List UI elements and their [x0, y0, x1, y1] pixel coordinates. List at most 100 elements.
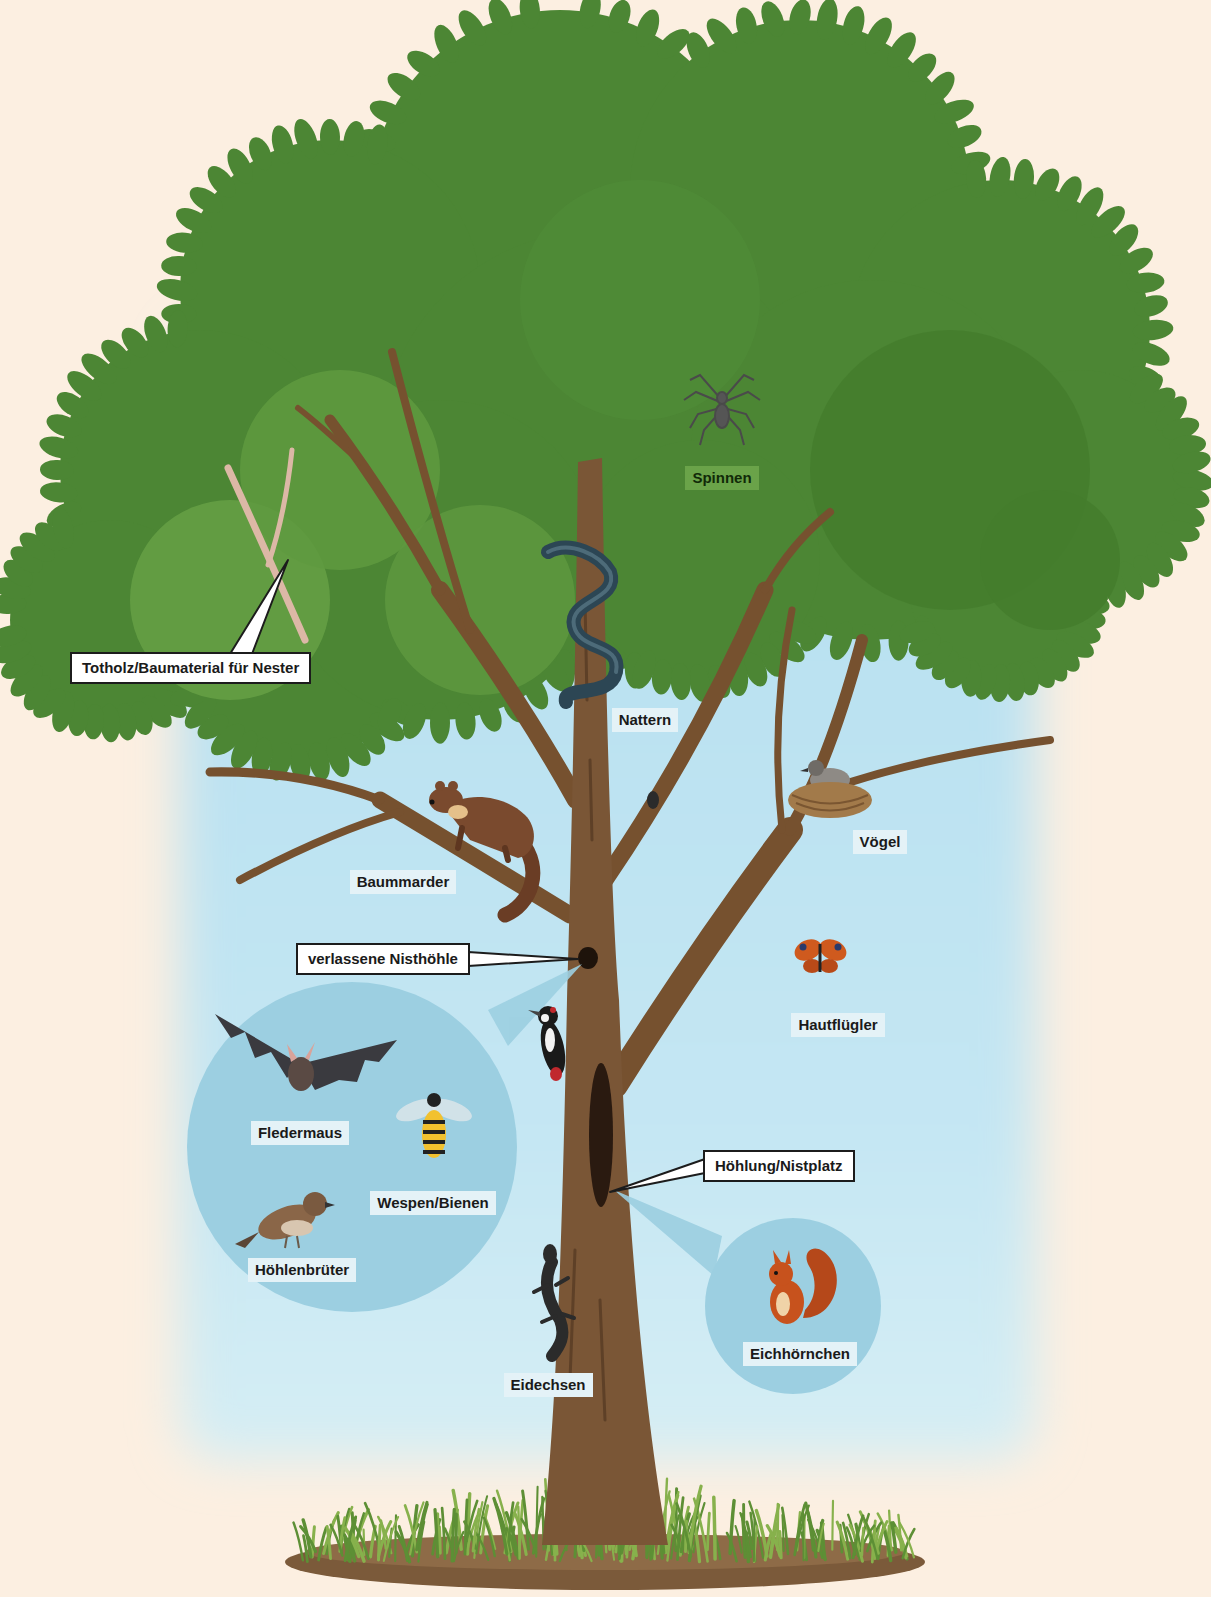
tree-crown-part: [733, 5, 760, 45]
animal-label: Vögel: [853, 830, 908, 854]
wasp-icon-part: [423, 1150, 445, 1154]
grass-part: [351, 1532, 365, 1561]
grass-part: [473, 1509, 479, 1551]
grass-part: [885, 1532, 891, 1561]
grass-part: [399, 1526, 407, 1560]
callout-box: verlassene Nisthöhle: [296, 943, 470, 975]
animal-label: Spinnen: [685, 466, 758, 490]
grass-part: [331, 1525, 343, 1556]
grass-part: [523, 1491, 529, 1549]
callout-leader: [610, 1159, 705, 1192]
animal-name: Baummarder: [350, 870, 457, 894]
wasp-icon-part: [423, 1130, 445, 1134]
bubble-circle: [705, 1218, 881, 1394]
animal-name: Spinnen: [685, 466, 758, 490]
tree-crown-part: [520, 180, 760, 420]
squirrel-icon: [769, 1248, 837, 1324]
grass-part: [677, 1504, 691, 1557]
tree-branches-part: [440, 590, 576, 800]
grass-part: [863, 1517, 877, 1559]
tree-crown-part: [365, 123, 391, 166]
animal-name: Eichhörnchen: [743, 1342, 857, 1366]
grass-part: [753, 1519, 756, 1561]
nest-hole: [578, 947, 598, 969]
grass-part: [876, 1522, 887, 1553]
tree-crown-part: [987, 155, 1014, 198]
tree-crown-part: [161, 255, 197, 276]
bubble-pointers-part: [614, 1190, 722, 1276]
wasp-icon-part: [423, 1120, 445, 1124]
tree-crown-part: [37, 432, 81, 462]
tree-crown-part: [577, 0, 604, 30]
animal-name: Vögel: [853, 830, 908, 854]
grass-part: [508, 1503, 513, 1555]
butterfly-icon-part: [803, 959, 821, 973]
bat-icon-part: [215, 1014, 397, 1090]
tree-branches-part: [298, 408, 360, 462]
butterfly-icon-part: [819, 944, 822, 972]
woodpecker-icon: [528, 1006, 570, 1081]
tree-branches-part: [615, 830, 790, 1085]
grass-part: [756, 1511, 767, 1556]
grass-part: [736, 1526, 742, 1553]
spider-icon-part: [717, 392, 727, 404]
tree-branches-part: [392, 352, 470, 630]
grass-part: [455, 1514, 458, 1553]
snake-icon: [548, 548, 617, 702]
callout-leader: [468, 952, 578, 966]
tree-crown-part: [0, 622, 29, 650]
tree-crown-part: [484, 0, 517, 38]
sparrow-icon-part: [303, 1192, 327, 1216]
marten-icon-part: [448, 805, 468, 819]
sparrow-icon-part: [285, 1236, 299, 1248]
beetle-icon: [647, 791, 659, 809]
bubble-pointers-part: [488, 964, 582, 1046]
wasp-icon-part: [422, 1110, 446, 1158]
grass-part: [806, 1503, 814, 1550]
woodpecker-icon-part: [538, 1006, 558, 1026]
tree-branches-part-part: [268, 450, 292, 565]
tree-crown-part: [39, 481, 79, 505]
nest-bird-icon-part: [800, 768, 808, 772]
animal-bubble: Eichhörnchen: [705, 1218, 881, 1394]
callout-text: Höhlung/Nistplatz: [715, 1157, 843, 1175]
bubble-pointers: [488, 964, 722, 1276]
wasp-icon: [393, 1093, 475, 1158]
tree-crown-part: [980, 490, 1120, 630]
tree-crown-part: [373, 695, 406, 736]
tree-crown-part: [965, 159, 988, 198]
tree-crown-part: [49, 506, 78, 551]
tree-crown-part: [403, 45, 444, 81]
tree-branches-part: [765, 512, 830, 590]
nest-bird-icon-part: [788, 782, 872, 818]
tree-crown-part: [139, 313, 172, 356]
grass-part: [767, 1526, 780, 1556]
animal-bubble: FledermausWespen/BienenHöhlenbrüter: [187, 982, 517, 1312]
grass-part: [405, 1505, 417, 1552]
tree-branches: [210, 352, 1050, 1085]
animal-name: Eidechsen: [504, 1373, 593, 1397]
sparrow-icon-part: [281, 1220, 313, 1236]
animal-label: Hautflügler: [791, 1013, 884, 1037]
marten-icon-part: [430, 800, 435, 805]
spider-icon: [684, 375, 760, 445]
sparrow-icon: [235, 1192, 335, 1248]
grass-part: [782, 1508, 788, 1554]
grass-part: [365, 1503, 380, 1550]
grass-part: [818, 1524, 824, 1551]
spider-icon-part: [715, 404, 729, 428]
grass-part: [301, 1527, 316, 1552]
tree-crown-part: [757, 0, 789, 40]
tree-crown-part: [453, 6, 492, 50]
tree-crown-part: [628, 647, 660, 692]
tree-crown-part: [475, 695, 506, 735]
grass-part: [714, 1497, 715, 1559]
squirrel-icon-part: [803, 1248, 837, 1318]
grass-part: [795, 1505, 805, 1555]
butterfly-icon-part: [820, 959, 838, 973]
animal-name: Hautflügler: [791, 1013, 884, 1037]
marten-icon: [429, 781, 534, 915]
squirrel-icon-part: [776, 1292, 790, 1316]
